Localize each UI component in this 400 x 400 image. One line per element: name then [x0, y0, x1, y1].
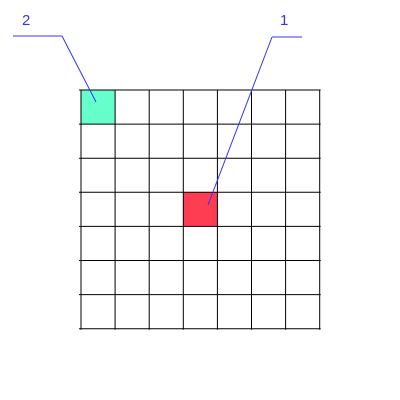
callout-1-leader-line — [207, 36, 273, 206]
cell-2 — [81, 90, 116, 125]
callout-1: 1 — [207, 12, 302, 206]
highlighted-cells — [81, 90, 218, 227]
cell-1 — [183, 192, 218, 227]
callout-2: 2 — [13, 12, 97, 103]
callout-1-label: 1 — [280, 12, 288, 29]
grid-lines — [79, 89, 321, 330]
callout-2-leader-line — [61, 35, 97, 103]
callout-2-label: 2 — [22, 12, 30, 29]
